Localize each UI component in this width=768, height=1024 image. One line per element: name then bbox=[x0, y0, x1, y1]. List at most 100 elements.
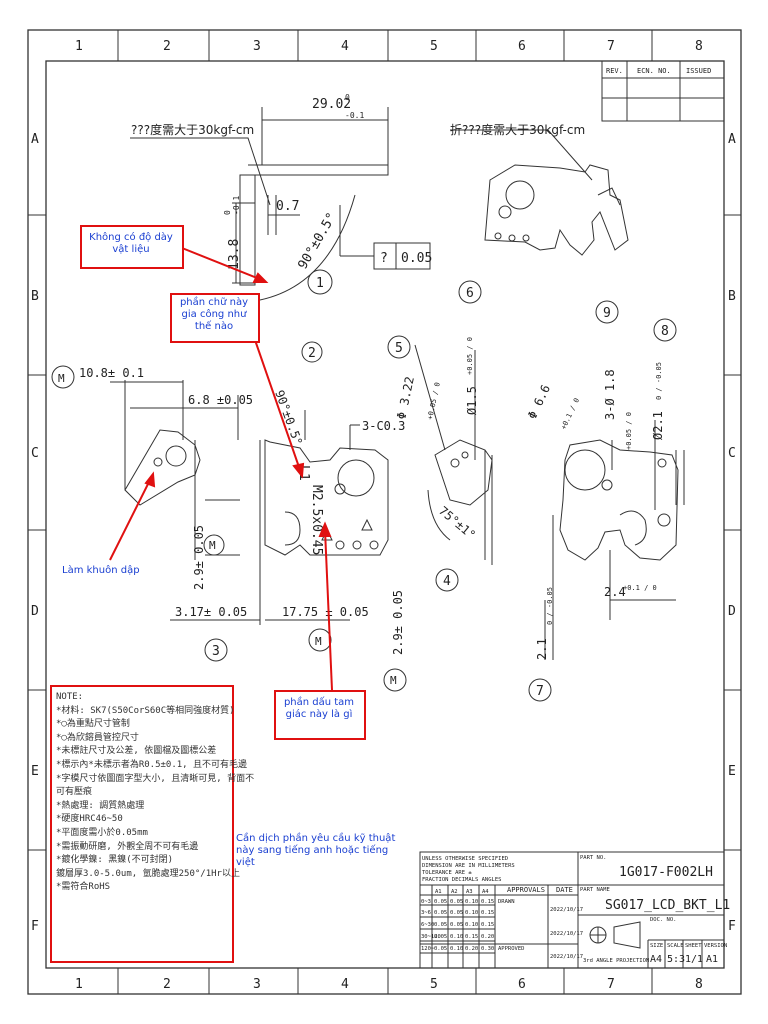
callout-top-right: 折???度需大于30kgf-cm bbox=[450, 122, 585, 137]
row-label: B bbox=[31, 289, 39, 304]
balloon-3: 3 bbox=[212, 644, 220, 659]
balloon-5: 5 bbox=[395, 341, 403, 356]
balloon-8: 8 bbox=[661, 324, 669, 339]
col-label: 5 bbox=[430, 977, 438, 992]
row-label: A bbox=[728, 132, 736, 147]
col-label: 1 bbox=[75, 977, 83, 992]
dim-3-phi-1-8: 3-Ø 1.8 bbox=[603, 369, 617, 420]
dim-2-1-b: 2.1 bbox=[535, 638, 549, 660]
dim-29-tol-lo: -0.1 bbox=[345, 111, 364, 120]
tb-approved: APPROVED bbox=[498, 946, 525, 952]
tb-scale-label: SCALE bbox=[667, 943, 684, 949]
view-angled-part bbox=[387, 335, 493, 592]
col-label: 2 bbox=[163, 39, 171, 54]
dim-29: 29.02 bbox=[312, 97, 351, 112]
tb-size: A4 bbox=[650, 954, 662, 965]
tb-cell: 0.10 bbox=[465, 899, 478, 905]
col-label: 7 bbox=[607, 977, 615, 992]
col-label: 4 bbox=[341, 977, 349, 992]
tb-cell: 0.05 bbox=[450, 922, 463, 928]
tb-version-label: VERSION bbox=[704, 943, 727, 949]
col-label: 1 bbox=[75, 39, 83, 54]
tb-cell: 0.05 bbox=[450, 910, 463, 916]
zone-ticks bbox=[28, 30, 741, 994]
balloon-1: 1 bbox=[316, 276, 324, 291]
col-label: 6 bbox=[518, 39, 526, 54]
issued-header: ISSUED bbox=[686, 67, 711, 75]
engraved-thread-text: M2.5x0.45 bbox=[309, 485, 324, 555]
col-label: 2 bbox=[163, 977, 171, 992]
tb-cell: 0.10 bbox=[465, 922, 478, 928]
tb-cell: 0.30 bbox=[481, 946, 494, 952]
note-line: *硬度HRC46~50 bbox=[56, 814, 123, 825]
dim-10-8: 10.8± 0.1 bbox=[79, 366, 144, 380]
dim-phi-6-6: Φ 6.6 bbox=[525, 383, 553, 422]
col-label: 4 bbox=[341, 39, 349, 54]
outer-border bbox=[27, 29, 742, 995]
balloon-2: 2 bbox=[308, 346, 316, 361]
annotation-text-machining: phần chữ này gia công như thế nào bbox=[179, 297, 249, 332]
tb-row-range: 0~3 bbox=[421, 899, 431, 905]
col-label: 7 bbox=[607, 39, 615, 54]
view-iso-part bbox=[450, 129, 629, 304]
note-line: *◯為欣鎔員管控尺寸 bbox=[56, 732, 139, 743]
row-label: E bbox=[728, 764, 736, 779]
note-line: *平面度需小於0.05mm bbox=[56, 827, 148, 838]
col-label: 3 bbox=[253, 977, 261, 992]
tb-col-a4: A4 bbox=[482, 889, 489, 895]
tb-part-no: 1G017-F002LH bbox=[619, 865, 713, 880]
dim-phi-2-1: Ø2.1 bbox=[651, 411, 665, 440]
dim-75: 75°±1° bbox=[436, 504, 478, 543]
annotation-text-machining-box bbox=[170, 293, 260, 343]
dim-2-9-d: 2.9± 0.05 bbox=[391, 590, 405, 655]
annotation-stamping: Làm khuôn dập bbox=[62, 565, 140, 576]
tb-cell: 0.15 bbox=[481, 922, 494, 928]
col-label: 8 bbox=[695, 977, 703, 992]
dim-phi-1-5: Ø1.5 bbox=[465, 386, 479, 415]
inner-border bbox=[45, 60, 725, 969]
dim-2-1-b-tol: 0 / -0.05 bbox=[546, 587, 554, 625]
tb-col-a1: A1 bbox=[435, 889, 442, 895]
balloon-6: 6 bbox=[466, 286, 474, 301]
dim-3-phi-1-8-tol: +0.05 / 0 bbox=[625, 412, 633, 450]
tb-cell: 0.10 bbox=[450, 934, 463, 940]
view-right-part bbox=[528, 300, 685, 702]
dim-phi-3-22-tol: +0.05 / 0 bbox=[426, 382, 442, 421]
tb-date-2: 2022/10/17 bbox=[550, 931, 583, 937]
tb-cell: 0.05 bbox=[434, 934, 447, 940]
tb-row-range: 6~30 bbox=[421, 922, 434, 928]
tb-row-range: 30~120 bbox=[421, 934, 441, 940]
tb-sheet-label: SHEET bbox=[685, 943, 702, 949]
view-center-part bbox=[264, 341, 389, 556]
dim-phi-3-22: Φ 3.22 bbox=[394, 375, 417, 420]
row-label: C bbox=[31, 446, 39, 461]
dim-6-8: 6.8 ±0.05 bbox=[188, 393, 253, 407]
tb-size-label: SIZE bbox=[650, 943, 663, 949]
tb-cell: 0.20 bbox=[481, 934, 494, 940]
col-label: 8 bbox=[695, 39, 703, 54]
tb-sheet: 1/1 bbox=[685, 954, 703, 965]
tb-cell: 0.05 bbox=[434, 910, 447, 916]
tb-cell: 0.05 bbox=[434, 922, 447, 928]
tb-part-no-label: PART NO. bbox=[580, 855, 607, 861]
balloon-m: M bbox=[58, 372, 65, 385]
tb-approvals: APPROVALS bbox=[507, 886, 545, 894]
balloon-m: M bbox=[209, 539, 216, 552]
dim-2-4-tol: +0.1 / 0 bbox=[623, 584, 657, 592]
note-line: *鍍化學鎳: 黑鎳(不可封閉) bbox=[56, 855, 174, 866]
note-line: *未標註尺寸及公差, 依圖檔及圖標公差 bbox=[56, 746, 217, 757]
row-label: C bbox=[728, 446, 736, 461]
tb-dim-mm: DIMENSION ARE IN MILLIMETERS bbox=[422, 863, 515, 869]
view-left-part bbox=[51, 365, 407, 692]
balloon-m: M bbox=[315, 635, 322, 648]
annotation-arrows bbox=[109, 247, 333, 691]
tb-cell: 0.05 bbox=[434, 899, 447, 905]
dim-2-9-c: 2.9± 0.05 bbox=[192, 525, 206, 590]
annotation-triangle: phần dấu tam giác này là gì bbox=[283, 697, 355, 720]
geo-tol-symbol: ? bbox=[380, 251, 388, 266]
tb-col-a3: A3 bbox=[466, 889, 473, 895]
tb-projection: 3rd ANGLE PROJECTION bbox=[583, 958, 649, 964]
annotation-thickness-box bbox=[80, 225, 184, 269]
tb-doc-no-label: DOC. NO. bbox=[650, 917, 677, 923]
